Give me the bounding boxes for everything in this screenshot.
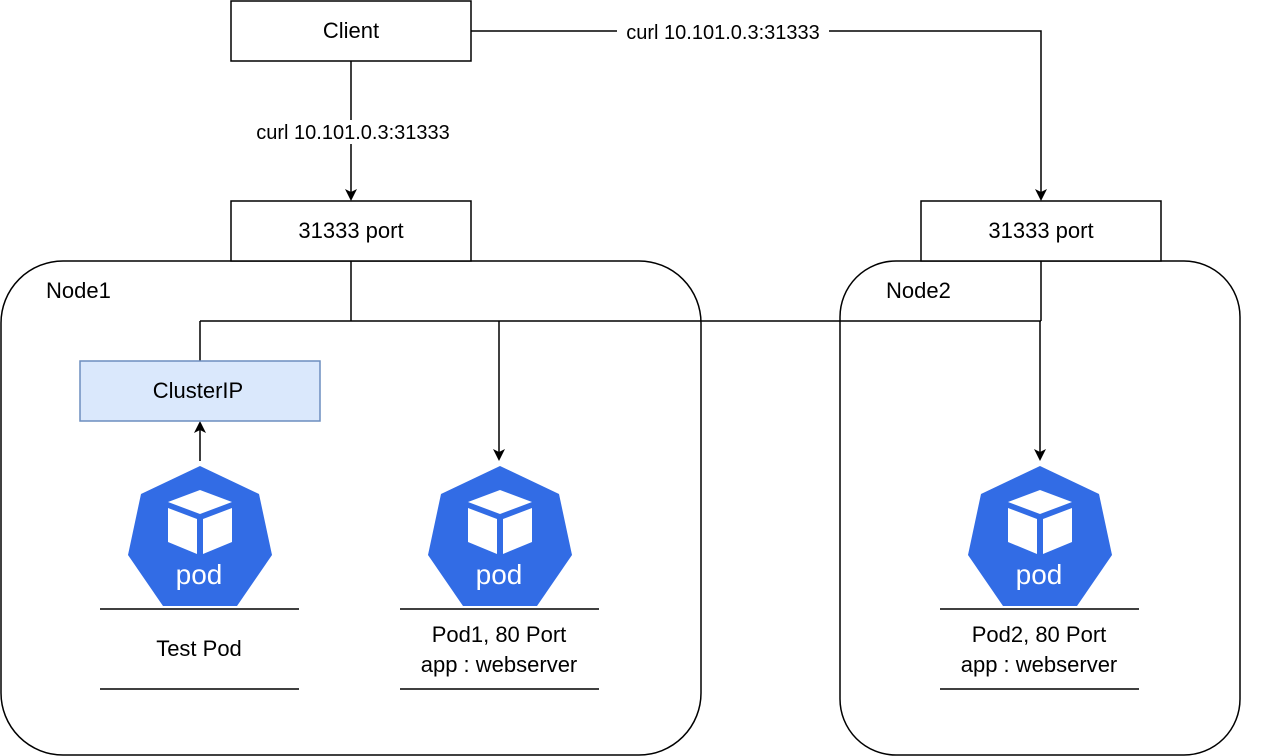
svg-text:pod: pod — [1016, 559, 1063, 590]
pod-label: Test Pod — [156, 636, 242, 661]
node1-container: Node1 — [0, 260, 702, 756]
svg-text:31333 port: 31333 port — [988, 218, 1093, 243]
pod-icon: pod — [128, 466, 272, 606]
pod-label-line2: app : webserver — [961, 652, 1118, 677]
pod-1: pod Pod1, 80 Port app : webserver — [400, 466, 599, 690]
svg-text:31333 port: 31333 port — [298, 218, 403, 243]
svg-text:ClusterIP: ClusterIP — [153, 378, 243, 403]
pod-label-line1: Pod1, 80 Port — [432, 622, 567, 647]
svg-text:pod: pod — [476, 559, 523, 590]
edge-label-client-to-node2: curl 10.101.0.3:31333 — [617, 20, 829, 44]
clusterip-box: ClusterIP — [79, 360, 321, 422]
edge-client-to-node2-port — [471, 30, 1047, 201]
pod-test: pod Test Pod — [100, 466, 299, 690]
pod-icon: pod — [968, 466, 1112, 606]
node2-port-box: 31333 port — [920, 200, 1162, 262]
svg-text:Client: Client — [323, 18, 379, 43]
svg-text:pod: pod — [176, 559, 223, 590]
pod-icon: pod — [428, 466, 572, 606]
node1-port-box: 31333 port — [230, 200, 472, 262]
node1-label: Node1 — [46, 278, 111, 303]
client-box: Client — [230, 0, 472, 62]
node2-label: Node2 — [886, 278, 951, 303]
svg-text:curl 10.101.0.3:31333: curl 10.101.0.3:31333 — [256, 122, 450, 144]
pod-label-line1: Pod2, 80 Port — [972, 622, 1107, 647]
svg-text:curl 10.101.0.3:31333: curl 10.101.0.3:31333 — [626, 22, 820, 44]
pod-2: pod Pod2, 80 Port app : webserver — [940, 466, 1139, 690]
edge-label-client-to-node1: curl 10.101.0.3:31333 — [247, 120, 459, 144]
pod-label-line2: app : webserver — [421, 652, 578, 677]
